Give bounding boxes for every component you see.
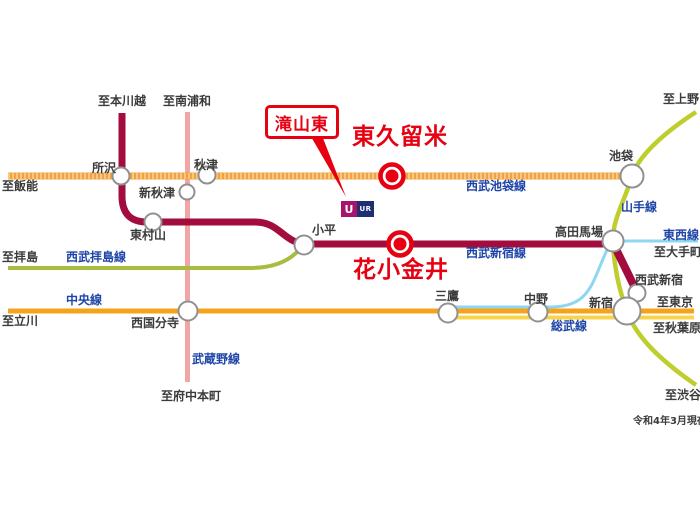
date-note: 令和4年3月現在 [633,416,700,427]
station-label-mitaka: 三鷹 [435,289,460,303]
station-label-ikebukuro: 池袋 [609,149,634,163]
station-label-nakano: 中野 [524,292,549,306]
callout-pointer [306,128,346,197]
station-label-higashi-murayama: 東村山 [130,228,167,242]
dest-minami-urawa: 至南浦和 [163,94,212,108]
ur-logo: U UR [341,201,374,217]
station-marker-higashi-kurume-core [385,169,399,183]
station-label-kodaira: 小平 [312,223,337,237]
takiyama-higashi-callout: 滝山東 [265,105,339,139]
station-label-akitsu: 秋津 [194,158,219,172]
label-seibu-haijima-line: 西武拝島線 [66,250,127,264]
dest-tachikawa: 至立川 [2,314,39,328]
station-label-tokorozawa: 所沢 [92,161,117,175]
dest-fuchu-hommachi: 至府中本町 [161,389,222,403]
station-marker-mitaka [437,302,459,324]
dest-haijima: 至拝島 [2,250,39,264]
station-marker-nakano [527,301,549,323]
highlight-label-hana-koganei: 花小金井 [353,257,449,283]
station-marker-ikebukuro [619,163,645,189]
label-chuo-line: 中央線 [66,293,103,307]
label-yamanote-line: 山手線 [621,200,658,214]
station-label-shin-akitsu: 新秋津 [139,186,176,200]
label-tozai-line: 東西線 [663,228,700,242]
takiyama-higashi-callout-label: 滝山東 [275,115,329,135]
dest-hanno: 至飯能 [2,179,39,193]
station-label-nishi-kokubunji: 西国分寺 [131,316,180,330]
station-marker-shin-akitsu [178,183,196,201]
station-marker-higashi-murayama [143,212,163,232]
label-sobu-line: 総武線 [551,319,588,333]
station-marker-kodaira [293,234,315,256]
dest-shibuya: 至渋谷 [665,388,700,402]
highlight-label-higashi-kurume: 東久留米 [352,124,448,150]
station-label-shinjuku: 新宿 [589,296,614,310]
station-marker-hana-koganei-core [393,237,407,251]
dest-ueno: 至上野 [663,92,700,106]
label-seibu-ikebukuro-line: 西武池袋線 [466,179,527,193]
station-markers [111,163,647,326]
dest-otemachi: 至大手町 [654,245,700,259]
station-label-takadanobaba: 高田馬場 [555,225,604,239]
dest-akihabara: 至秋葉原 [653,321,700,335]
dest-hon-kawagoe: 至本川越 [98,94,147,108]
ur-logo-text: UR [357,201,374,217]
label-seibu-shinjuku-line: 西武新宿線 [466,246,527,260]
highlighted-station-markers [378,162,414,258]
station-marker-akitsu [197,165,217,185]
station-marker-tokorozawa [111,166,131,186]
station-label-seibu-shinjuku: 西武新宿 [635,273,684,287]
seibu-haijima-line [8,248,301,270]
dest-tokyo: 至東京 [657,295,694,309]
ur-logo-mark-icon: U [341,201,357,217]
station-marker-takadanobaba [601,229,625,253]
station-marker-shinjuku [612,296,642,326]
station-marker-nishi-kokubunji [177,300,199,322]
label-musashino-line: 武蔵野線 [192,352,241,366]
